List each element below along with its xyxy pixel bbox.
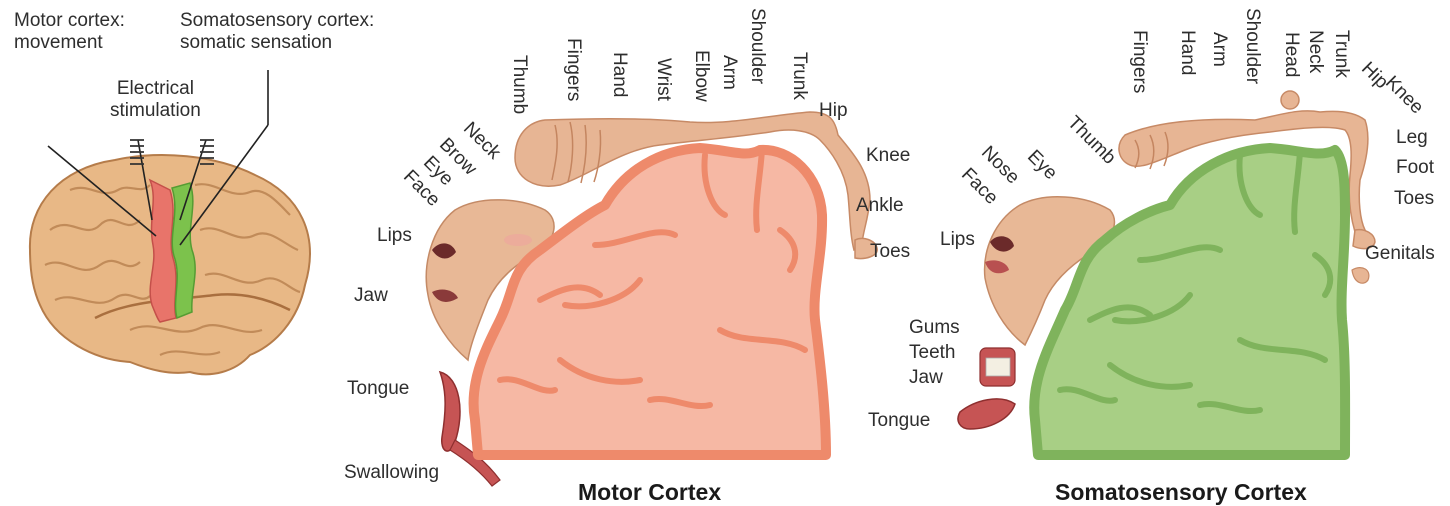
sensory-label-lips: Lips bbox=[940, 229, 975, 251]
sensory-label-hand: Hand bbox=[1176, 30, 1198, 75]
motor-cortex-annotation-line1: Motor cortex: bbox=[14, 10, 125, 32]
sensory-label-fingers: Fingers bbox=[1128, 30, 1150, 93]
motor-label-ankle: Ankle bbox=[856, 195, 904, 217]
motor-label-fingers: Fingers bbox=[562, 38, 584, 101]
motor-cortex-annotation: Motor cortex: movement bbox=[14, 10, 125, 54]
motor-label-elbow: Elbow bbox=[690, 50, 712, 102]
motor-label-hip: Hip bbox=[819, 100, 848, 122]
sensory-label-toes: Toes bbox=[1394, 188, 1434, 210]
motor-cortex-annotation-line2: movement bbox=[14, 32, 125, 54]
motor-label-lips: Lips bbox=[377, 225, 412, 247]
motor-label-hand: Hand bbox=[608, 52, 630, 97]
sensory-label-leg: Leg bbox=[1396, 127, 1428, 149]
sensory-label-foot: Foot bbox=[1396, 157, 1434, 179]
motor-label-wrist: Wrist bbox=[652, 58, 674, 101]
motor-label-trunk: Trunk bbox=[788, 52, 810, 100]
sensory-homunculus bbox=[958, 91, 1375, 455]
motor-cortex-section bbox=[474, 148, 826, 455]
motor-label-knee: Knee bbox=[866, 145, 910, 167]
sensory-label-tongue: Tongue bbox=[868, 410, 930, 432]
motor-label-shoulder: Shoulder bbox=[746, 8, 768, 84]
stimulation-annotation-line1: Electrical bbox=[110, 78, 201, 100]
sensory-strip bbox=[172, 183, 195, 318]
sensory-label-trunk: Trunk bbox=[1330, 30, 1352, 78]
sensory-label-jaw: Jaw bbox=[909, 367, 943, 389]
sensory-cortex-annotation: Somatosensory cortex: somatic sensation bbox=[180, 10, 374, 54]
motor-label-arm: Arm bbox=[718, 55, 740, 90]
motor-label-thumb: Thumb bbox=[508, 55, 530, 114]
sensory-label-shoulder: Shoulder bbox=[1241, 8, 1263, 84]
sensory-label-genitals: Genitals bbox=[1365, 243, 1435, 265]
sensory-cortex-title: Somatosensory Cortex bbox=[1055, 479, 1307, 506]
sensory-label-gums: Gums bbox=[909, 317, 960, 339]
sensory-cortex-annotation-line2: somatic sensation bbox=[180, 32, 374, 54]
sensory-label-teeth: Teeth bbox=[909, 342, 955, 364]
motor-label-tongue: Tongue bbox=[347, 378, 409, 400]
stimulation-annotation-line2: stimulation bbox=[110, 100, 201, 122]
stimulation-annotation: Electrical stimulation bbox=[110, 78, 201, 122]
motor-strip bbox=[150, 180, 176, 322]
motor-label-toes: Toes bbox=[870, 241, 910, 263]
sensory-label-neck: Neck bbox=[1304, 30, 1326, 73]
sensory-cortex-annotation-line1: Somatosensory cortex: bbox=[180, 10, 374, 32]
sensory-label-head: Head bbox=[1280, 32, 1302, 77]
motor-label-swallowing: Swallowing bbox=[344, 462, 439, 484]
sensory-label-arm: Arm bbox=[1208, 32, 1230, 67]
motor-homunculus bbox=[426, 112, 877, 486]
motor-cortex-title: Motor Cortex bbox=[578, 479, 721, 506]
motor-label-jaw: Jaw bbox=[354, 285, 388, 307]
